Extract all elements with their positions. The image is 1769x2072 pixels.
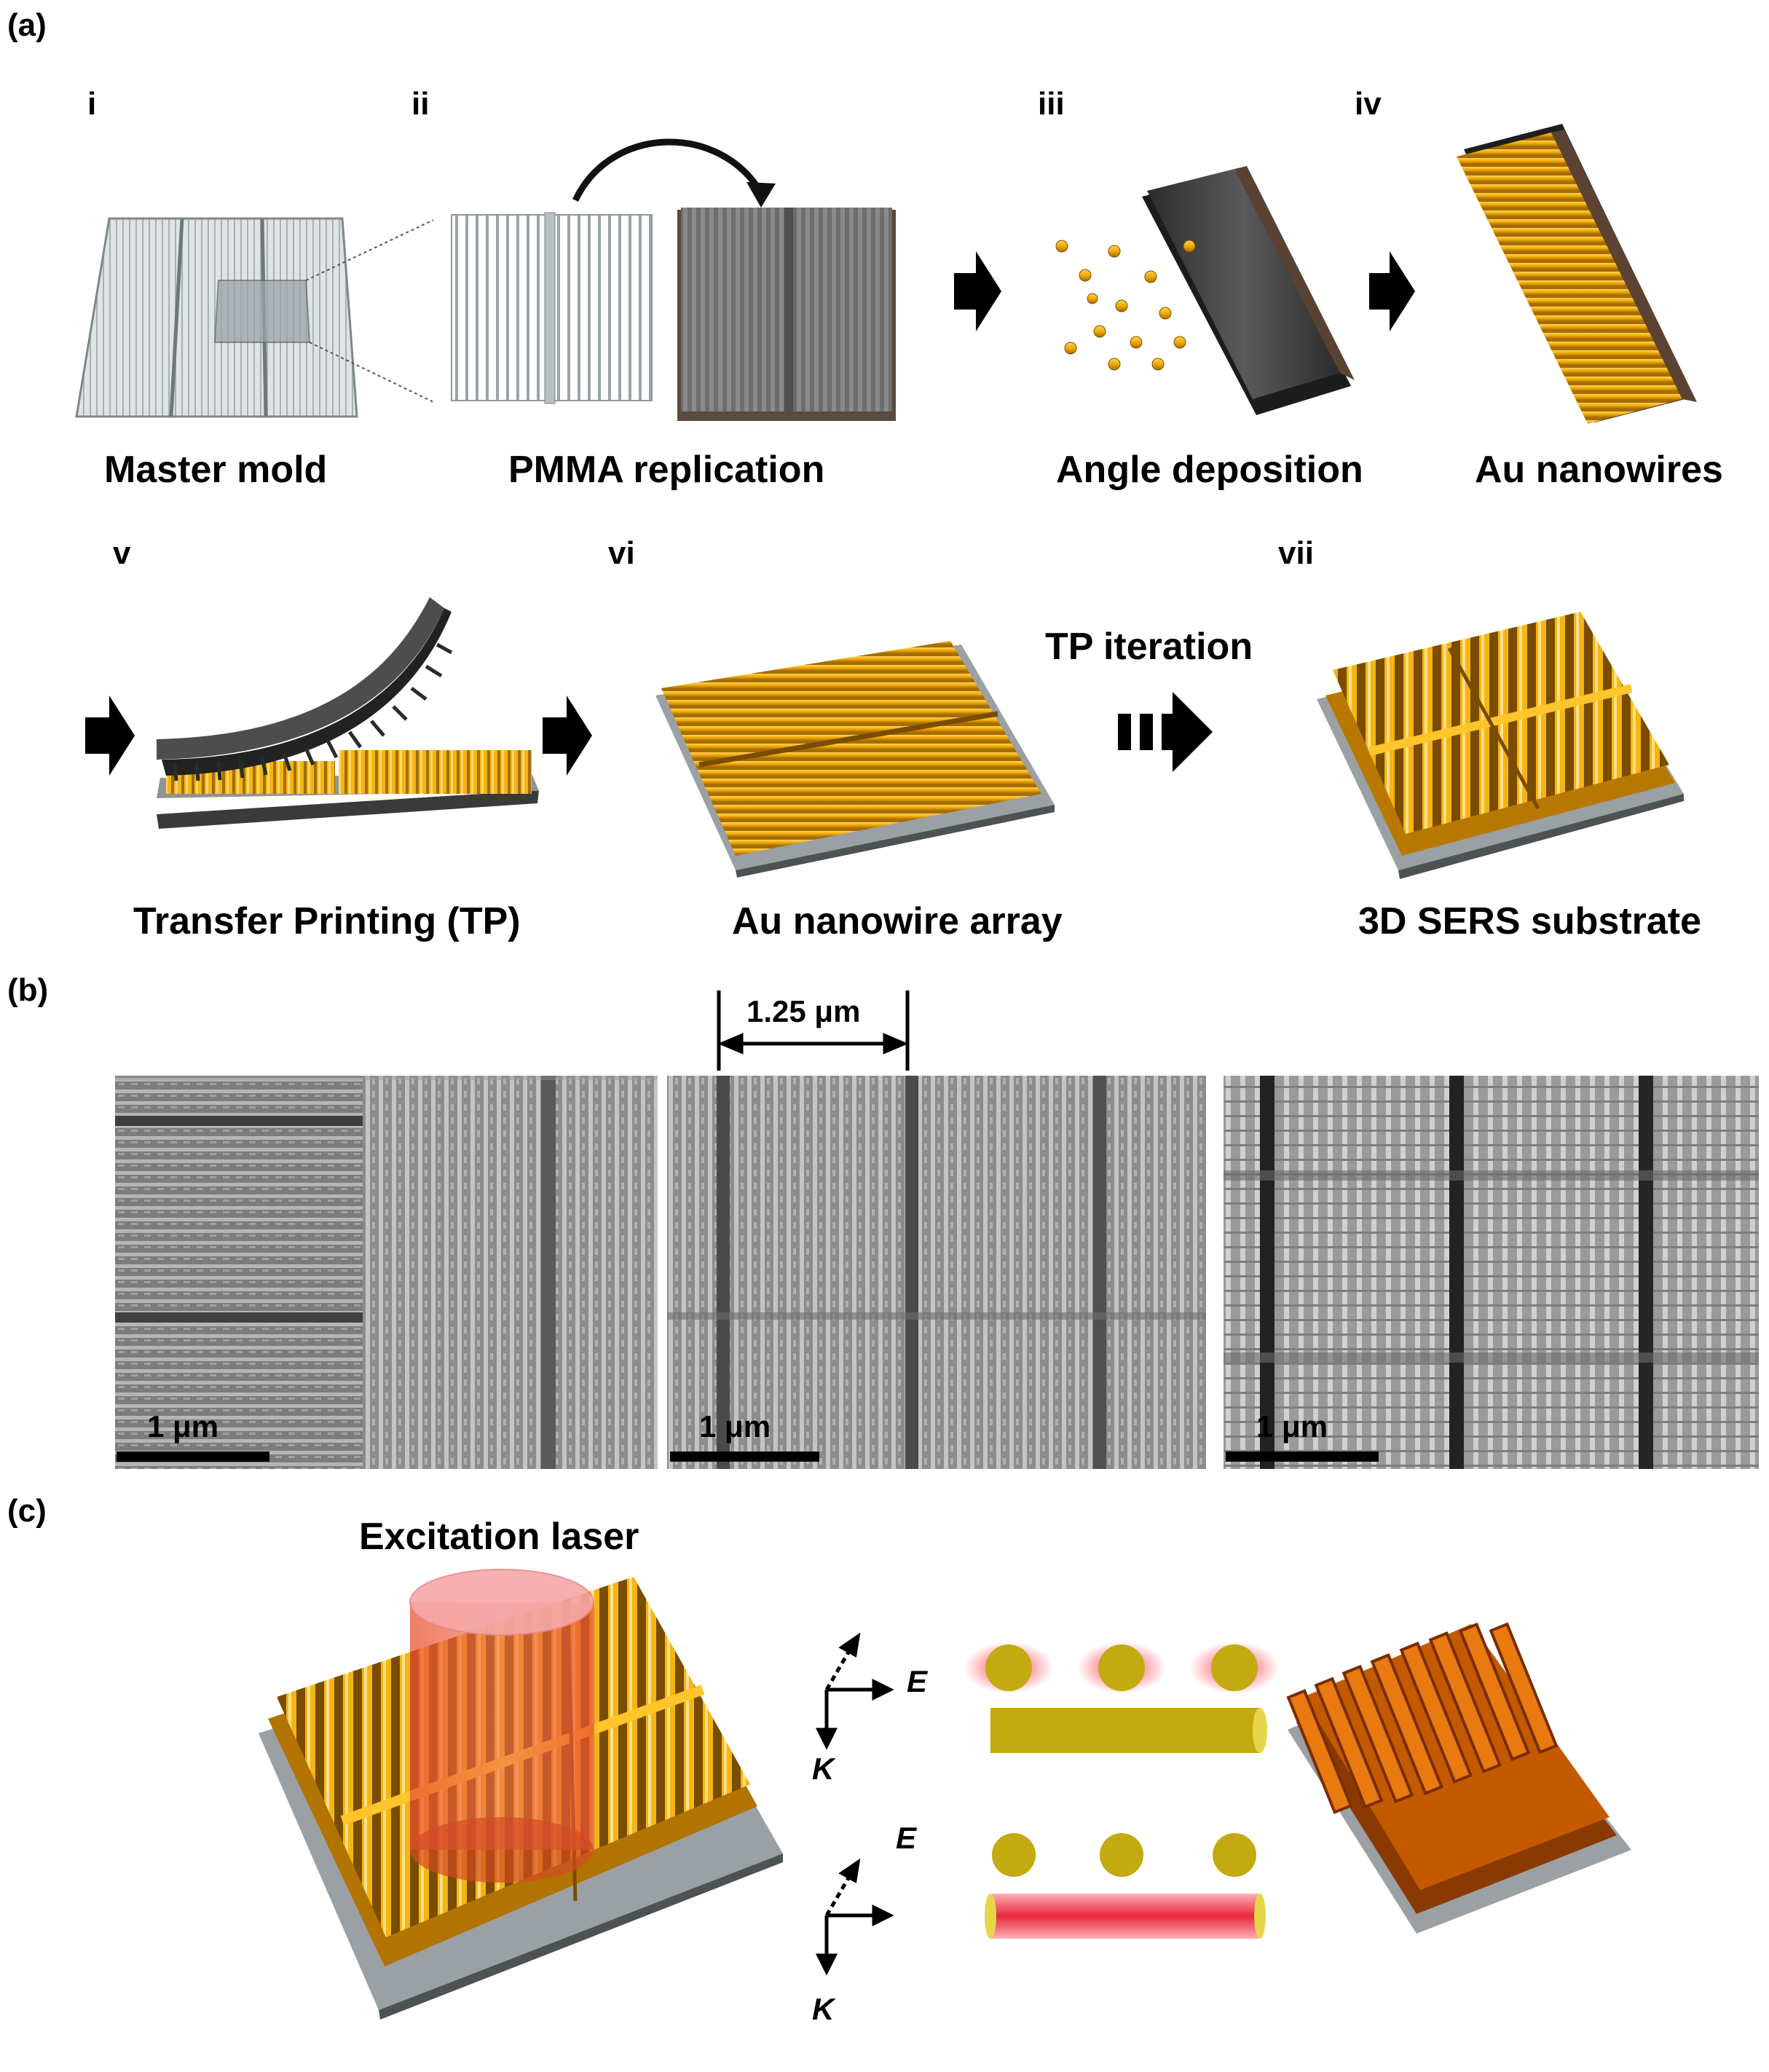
caption-3d-sers-substrate: 3D SERS substrate — [1358, 900, 1702, 942]
e-field-label-bottom: E — [896, 1821, 917, 1855]
caption-master-mold: Master mold — [104, 449, 328, 491]
scale-bar-1 — [117, 1451, 269, 1462]
axes-top — [815, 1632, 894, 1750]
angle-deposition-illustration — [1055, 166, 1355, 415]
step-iv-label: iv — [1355, 86, 1382, 122]
step-i-label: i — [87, 86, 97, 122]
au-nanowires-illustration — [1457, 124, 1697, 424]
process-arrow — [543, 696, 592, 776]
caption-au-nanowire-array: Au nanowire array — [732, 900, 1063, 942]
longitudinal-mode-illustration — [985, 1833, 1266, 1939]
process-arrow — [1369, 251, 1415, 331]
step-vii-label: vii — [1278, 535, 1314, 571]
process-arrow — [85, 696, 135, 776]
step-iii-label: iii — [1038, 86, 1065, 122]
scale-bar-2 — [670, 1451, 819, 1462]
step-ii-label: ii — [411, 86, 430, 122]
zoomed-nanowire-stack — [1286, 1622, 1631, 1934]
period-label: 1.25 μm — [746, 994, 861, 1028]
caption-au-nanowires: Au nanowires — [1475, 449, 1723, 491]
scale-bar-1-label: 1 μm — [147, 1409, 219, 1443]
scale-bar-3-label: 1 μm — [1256, 1409, 1328, 1443]
tp-iteration-label: TP iteration — [1045, 626, 1253, 668]
excitation-laser-label: Excitation laser — [359, 1516, 639, 1558]
sem-image-2 — [667, 1076, 1206, 1469]
caption-pmma-replication: PMMA replication — [508, 449, 825, 491]
k-vector-label-bottom: K — [812, 1992, 835, 2026]
pmma-replication-illustration — [451, 138, 896, 421]
scale-bar-2-label: 1 μm — [699, 1409, 771, 1443]
transverse-mode-illustration — [964, 1642, 1280, 1753]
panel-b-label: (b) — [7, 972, 49, 1008]
transfer-printing-illustration — [157, 597, 539, 829]
sem-image-3 — [1224, 1076, 1759, 1469]
3d-sers-substrate-illustration — [1317, 612, 1684, 879]
sem-image-1 — [115, 1076, 658, 1469]
scale-bar-3 — [1226, 1451, 1379, 1462]
process-arrow — [954, 251, 1001, 331]
step-vi-label: vi — [608, 535, 635, 571]
k-vector-label-top: K — [812, 1752, 835, 1786]
au-nanowire-array-illustration — [655, 641, 1055, 878]
caption-transfer-printing: Transfer Printing (TP) — [133, 900, 521, 942]
panel-c-label: (c) — [7, 1493, 47, 1529]
axes-bottom — [815, 1858, 894, 1976]
sers-substrate-with-laser — [259, 1569, 783, 2020]
period-bracket — [717, 990, 910, 1071]
master-mold-illustration — [75, 217, 434, 418]
e-field-label-top: E — [907, 1664, 928, 1698]
caption-angle-deposition: Angle deposition — [1056, 449, 1363, 491]
panel-a-label: (a) — [7, 7, 47, 43]
tp-iteration-arrow — [1118, 692, 1213, 772]
step-v-label: v — [113, 535, 131, 571]
